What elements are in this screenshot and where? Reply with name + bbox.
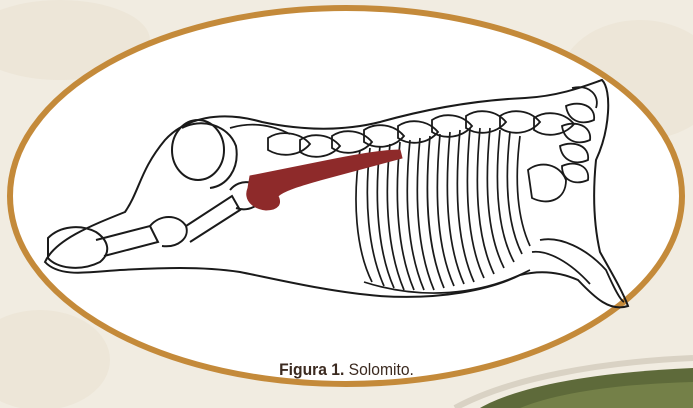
figure-caption: Figura 1. Solomito.: [28, 360, 666, 380]
caption-text: Solomito.: [349, 360, 414, 379]
caption-label: Figura 1.: [279, 360, 344, 379]
oval-frame: [10, 8, 682, 384]
